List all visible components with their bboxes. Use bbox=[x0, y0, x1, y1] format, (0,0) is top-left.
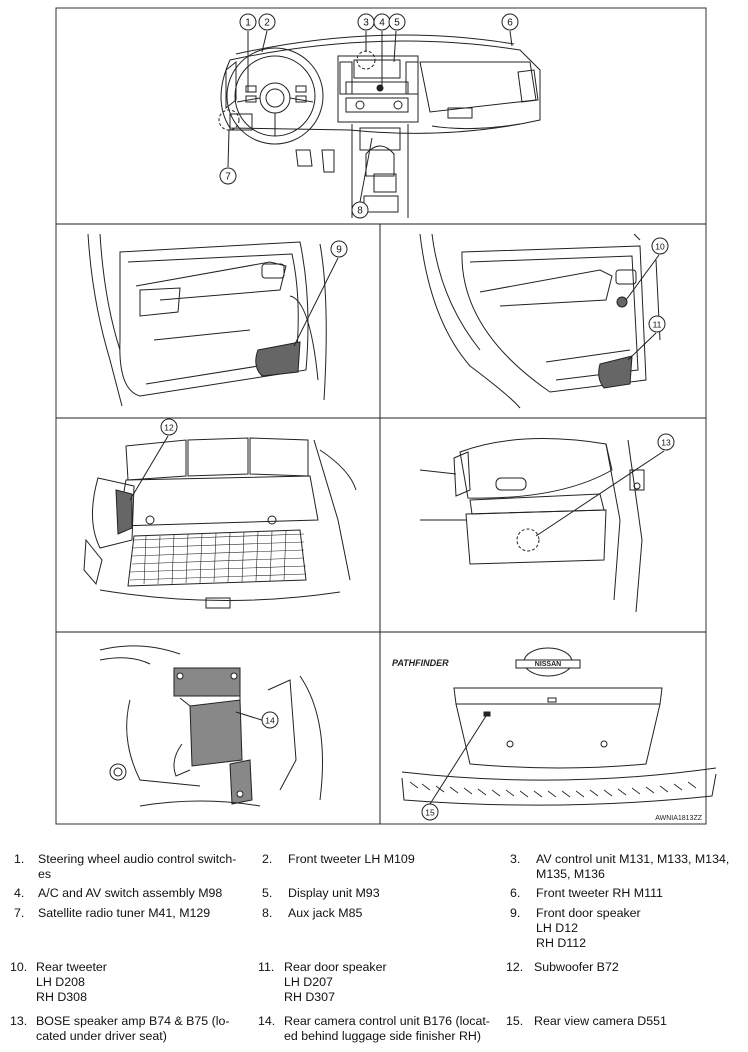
callout-number: 7 bbox=[225, 172, 231, 183]
legend-text: Rear camera control unit B176 (locat- ed… bbox=[284, 1014, 490, 1043]
callout-number: 8 bbox=[357, 206, 363, 217]
callout-number: 6 bbox=[507, 18, 513, 29]
legend-text: Subwoofer B72 bbox=[534, 960, 619, 974]
nissan-badge-text: NISSAN bbox=[535, 661, 561, 668]
callout-circle bbox=[219, 167, 237, 185]
legend-text: Front door speaker LH D12 RH D112 bbox=[536, 906, 641, 950]
callout-1: 1 bbox=[239, 13, 257, 31]
figure-code: AWNIA1813ZZ bbox=[655, 815, 703, 822]
callout-circle bbox=[330, 240, 348, 258]
front-door-illustration bbox=[87, 233, 327, 407]
callout-circle bbox=[261, 711, 279, 729]
callout-circle bbox=[421, 803, 439, 821]
legend-number: 1. bbox=[14, 852, 25, 866]
callout-10: 10 bbox=[651, 237, 669, 255]
callout-circle bbox=[351, 201, 369, 219]
cargo-area-illustration bbox=[83, 437, 357, 609]
callout-number: 1 bbox=[245, 18, 251, 29]
callout-13: 13 bbox=[657, 433, 675, 451]
callout-4: 4 bbox=[373, 13, 391, 31]
legend-number: 15. bbox=[506, 1014, 524, 1028]
legend-number: 2. bbox=[262, 852, 273, 866]
callout-number: 15 bbox=[425, 808, 435, 818]
callout-6: 6 bbox=[501, 13, 519, 31]
callout-circle bbox=[648, 315, 666, 333]
legend-number: 7. bbox=[14, 906, 25, 920]
legend-number: 14. bbox=[258, 1014, 276, 1028]
legend-text: Rear view camera D551 bbox=[534, 1014, 667, 1028]
callout-number: 13 bbox=[661, 438, 671, 448]
callout-number: 4 bbox=[379, 18, 385, 29]
legend-text: A/C and AV switch assembly M98 bbox=[38, 886, 223, 900]
legend-number: 11. bbox=[258, 960, 275, 974]
legend-text: AV control unit M131, M133, M134, M135, … bbox=[536, 852, 730, 881]
callout-circle bbox=[258, 13, 276, 31]
pathfinder-lettering: PATHFINDER bbox=[392, 658, 449, 668]
callout-15: 15 bbox=[421, 803, 439, 821]
callout-9: 9 bbox=[330, 240, 348, 258]
callout-number: 12 bbox=[164, 423, 174, 433]
callout-circle bbox=[501, 13, 519, 31]
legend-number: 12. bbox=[506, 960, 524, 974]
back-door-illustration bbox=[401, 647, 717, 806]
legend-number: 8. bbox=[262, 906, 273, 920]
callout-number: 3 bbox=[363, 18, 369, 29]
legend-text: Front tweeter RH M111 bbox=[536, 886, 663, 900]
callout-number: 5 bbox=[394, 18, 400, 29]
dashboard-illustration bbox=[218, 34, 541, 218]
legend-text: Rear door speaker LH D207 RH D307 bbox=[284, 960, 387, 1004]
callout-number: 11 bbox=[653, 320, 662, 330]
callout-12: 12 bbox=[160, 418, 178, 436]
callout-8: 8 bbox=[351, 201, 369, 219]
callout-11: 11 bbox=[648, 315, 666, 333]
driver-seat-illustration bbox=[419, 438, 645, 613]
legend-text: Display unit M93 bbox=[288, 886, 380, 900]
legend-number: 10. bbox=[10, 960, 28, 974]
callout-number: 14 bbox=[265, 716, 275, 726]
rear-door-illustration bbox=[419, 233, 661, 409]
legend-text: Front tweeter LH M109 bbox=[288, 852, 415, 866]
leader-lines bbox=[129, 30, 665, 805]
legend-text: BOSE speaker amp B74 & B75 (lo- cated un… bbox=[36, 1014, 230, 1043]
callout-7: 7 bbox=[219, 167, 237, 185]
legend-number: 9. bbox=[510, 906, 521, 920]
callout-circle bbox=[651, 237, 669, 255]
callout-5: 5 bbox=[388, 13, 406, 31]
legend: 1. Steering wheel audio control switch- … bbox=[0, 840, 748, 1052]
luggage-side-illustration bbox=[99, 645, 323, 807]
legend-number: 13. bbox=[10, 1014, 28, 1028]
callout-circle bbox=[388, 13, 406, 31]
callout-number: 2 bbox=[264, 18, 270, 29]
legend-number: 3. bbox=[510, 852, 521, 866]
legend-number: 5. bbox=[262, 886, 273, 900]
legend-text: Aux jack M85 bbox=[288, 906, 363, 920]
legend-number: 4. bbox=[14, 886, 25, 900]
callout-2: 2 bbox=[258, 13, 276, 31]
callout-number: 9 bbox=[336, 245, 342, 256]
diagram-frame bbox=[55, 7, 707, 825]
callout-3: 3 bbox=[357, 13, 375, 31]
callout-14: 14 bbox=[261, 711, 279, 729]
callout-circle bbox=[657, 433, 675, 451]
callout-number: 10 bbox=[655, 242, 665, 252]
legend-text: Satellite radio tuner M41, M129 bbox=[38, 906, 211, 920]
legend-text: Steering wheel audio control switch- es bbox=[38, 852, 237, 881]
legend-text: Rear tweeter LH D208 RH D308 bbox=[36, 960, 107, 1004]
callout-circle bbox=[160, 418, 178, 436]
legend-number: 6. bbox=[510, 886, 521, 900]
callout-circle bbox=[239, 13, 257, 31]
